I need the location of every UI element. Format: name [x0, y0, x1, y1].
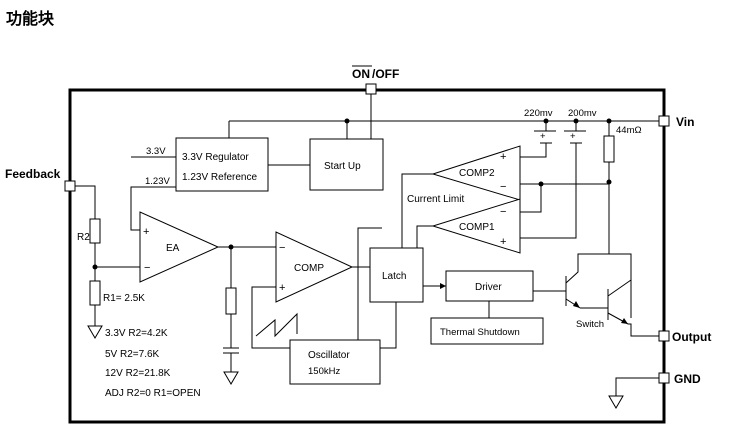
feedback-pin-square [64, 180, 76, 192]
ground-symbol-feedback [87, 325, 103, 339]
comp2-comparator [431, 145, 521, 201]
onoff-label-rest: /OFF [372, 67, 399, 81]
comp-minus-sign: − [279, 242, 285, 254]
battery-220mv-plus: + [540, 131, 546, 142]
ea-minus-sign: − [144, 262, 150, 274]
wire-200mv-comp1 [520, 143, 577, 239]
table-row-4: ADJ R2=0 R1=OPEN [105, 388, 201, 399]
onoff-label-overlined: ON [352, 67, 370, 81]
battery-200mv-plus: + [570, 131, 576, 142]
comp-comparator [275, 231, 354, 303]
regulator-label-2: 1.23V Reference [182, 172, 257, 183]
wire-osc-latch-left [357, 227, 382, 340]
driver-label: Driver [475, 282, 502, 293]
wire-osc-latch-bottom [380, 302, 397, 349]
r2-label: R2 [77, 232, 90, 243]
latch-label: Latch [382, 271, 406, 282]
feedback-label: Feedback [5, 167, 61, 181]
gnd-pin-square [658, 372, 670, 384]
table-row-1: 3.3V R2=4.2K [105, 328, 168, 339]
output-pin-square [658, 330, 670, 342]
onoff-pin: ON /OFF [352, 65, 399, 95]
comp2-plus-sign: + [500, 151, 506, 163]
startup-label: Start Up [324, 161, 361, 172]
regulator-block [175, 137, 269, 192]
table-row-3: 12V R2=21.8K [105, 368, 171, 379]
label-3v3: 3.3V [146, 146, 166, 157]
wire-220mv-comp2 [520, 143, 547, 158]
thermal-shutdown-block [430, 317, 544, 345]
ea-plus-sign: + [143, 226, 149, 238]
current-limit-label: Current Limit [407, 194, 464, 205]
comp1-minus-sign: − [500, 206, 506, 218]
oscillator-label-1: Oscillator [308, 350, 350, 361]
r1-label: R1= 2.5K [103, 293, 145, 304]
onoff-pin-square [365, 83, 377, 95]
comp2-minus-sign: − [500, 181, 506, 193]
regulator-label-1: 3.3V Regulator [182, 152, 249, 163]
comp2-label: COMP2 [459, 168, 495, 179]
label-200mv: 200mv [568, 108, 597, 119]
label-220mv: 220mv [524, 108, 553, 119]
oscillator-block [289, 339, 381, 385]
label-1v23: 1.23V [145, 176, 170, 187]
vin-label: Vin [676, 115, 694, 129]
wire-osc-ramp [251, 286, 290, 349]
gnd-label: GND [674, 372, 701, 386]
vin-pin-square [658, 115, 670, 127]
r1-resistor [89, 280, 101, 306]
comp-resistor [225, 287, 237, 315]
comp1-plus-sign: + [500, 236, 506, 248]
oscillator-label-2: 150kHz [308, 366, 340, 377]
comp1-label: COMP1 [459, 222, 495, 233]
wire-comp1-latch [416, 225, 433, 248]
comp-plus-sign: + [279, 282, 285, 294]
ground-symbol-comp [223, 371, 239, 385]
startup-block [309, 138, 384, 191]
sense-resistor [603, 135, 615, 163]
thermal-shutdown-label: Thermal Shutdown [440, 327, 520, 338]
switch-label: Switch [576, 319, 604, 330]
darlington-switch [565, 253, 659, 337]
ea-label: EA [166, 243, 180, 254]
wire-feedback [75, 185, 96, 219]
ea-amplifier [139, 211, 220, 283]
wire-gnd [615, 377, 659, 396]
wire-comp2-latch [401, 173, 433, 248]
wire-sense-comp1 [520, 184, 542, 213]
r2-resistor [89, 218, 101, 244]
output-label: Output [672, 330, 711, 344]
wire-1v23-to-ea [130, 186, 176, 231]
comp-label: COMP [294, 263, 324, 274]
ground-symbol-gnd [608, 395, 624, 409]
table-row-2: 5V R2=7.6K [105, 349, 160, 360]
sawtooth-waveform [255, 312, 298, 338]
comp1-comparator [431, 198, 521, 254]
label-44mohm: 44mΩ [616, 125, 642, 136]
latch-block [369, 247, 424, 303]
diagram-heading: 功能块 [6, 9, 55, 28]
